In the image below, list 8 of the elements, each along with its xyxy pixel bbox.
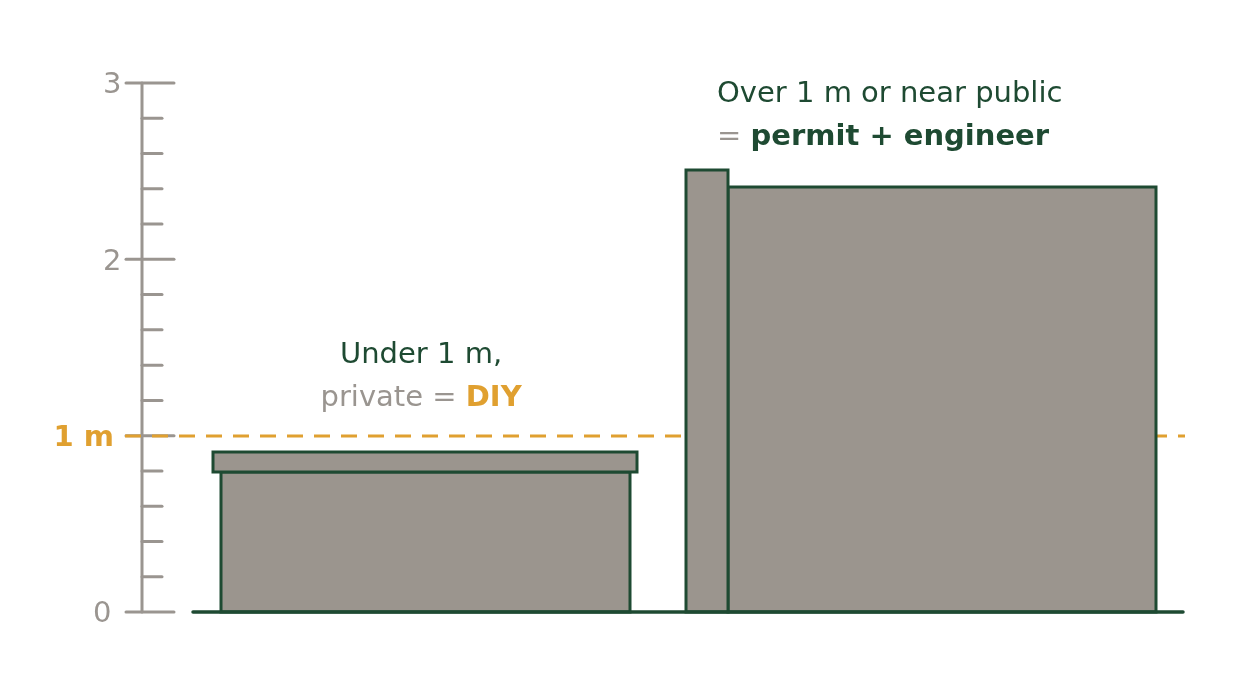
caption-text: Over 1 m or near public <box>717 74 1063 110</box>
caption-text: Under 1 m, <box>340 335 503 371</box>
tick-label: 2 <box>103 242 122 278</box>
tick-label: 0 <box>93 594 112 630</box>
tick-label: 3 <box>103 65 122 101</box>
caption-text: private = DIY <box>320 378 522 414</box>
threshold-label: 1 m <box>53 418 114 454</box>
caption-text: = permit + engineer <box>717 117 1050 153</box>
